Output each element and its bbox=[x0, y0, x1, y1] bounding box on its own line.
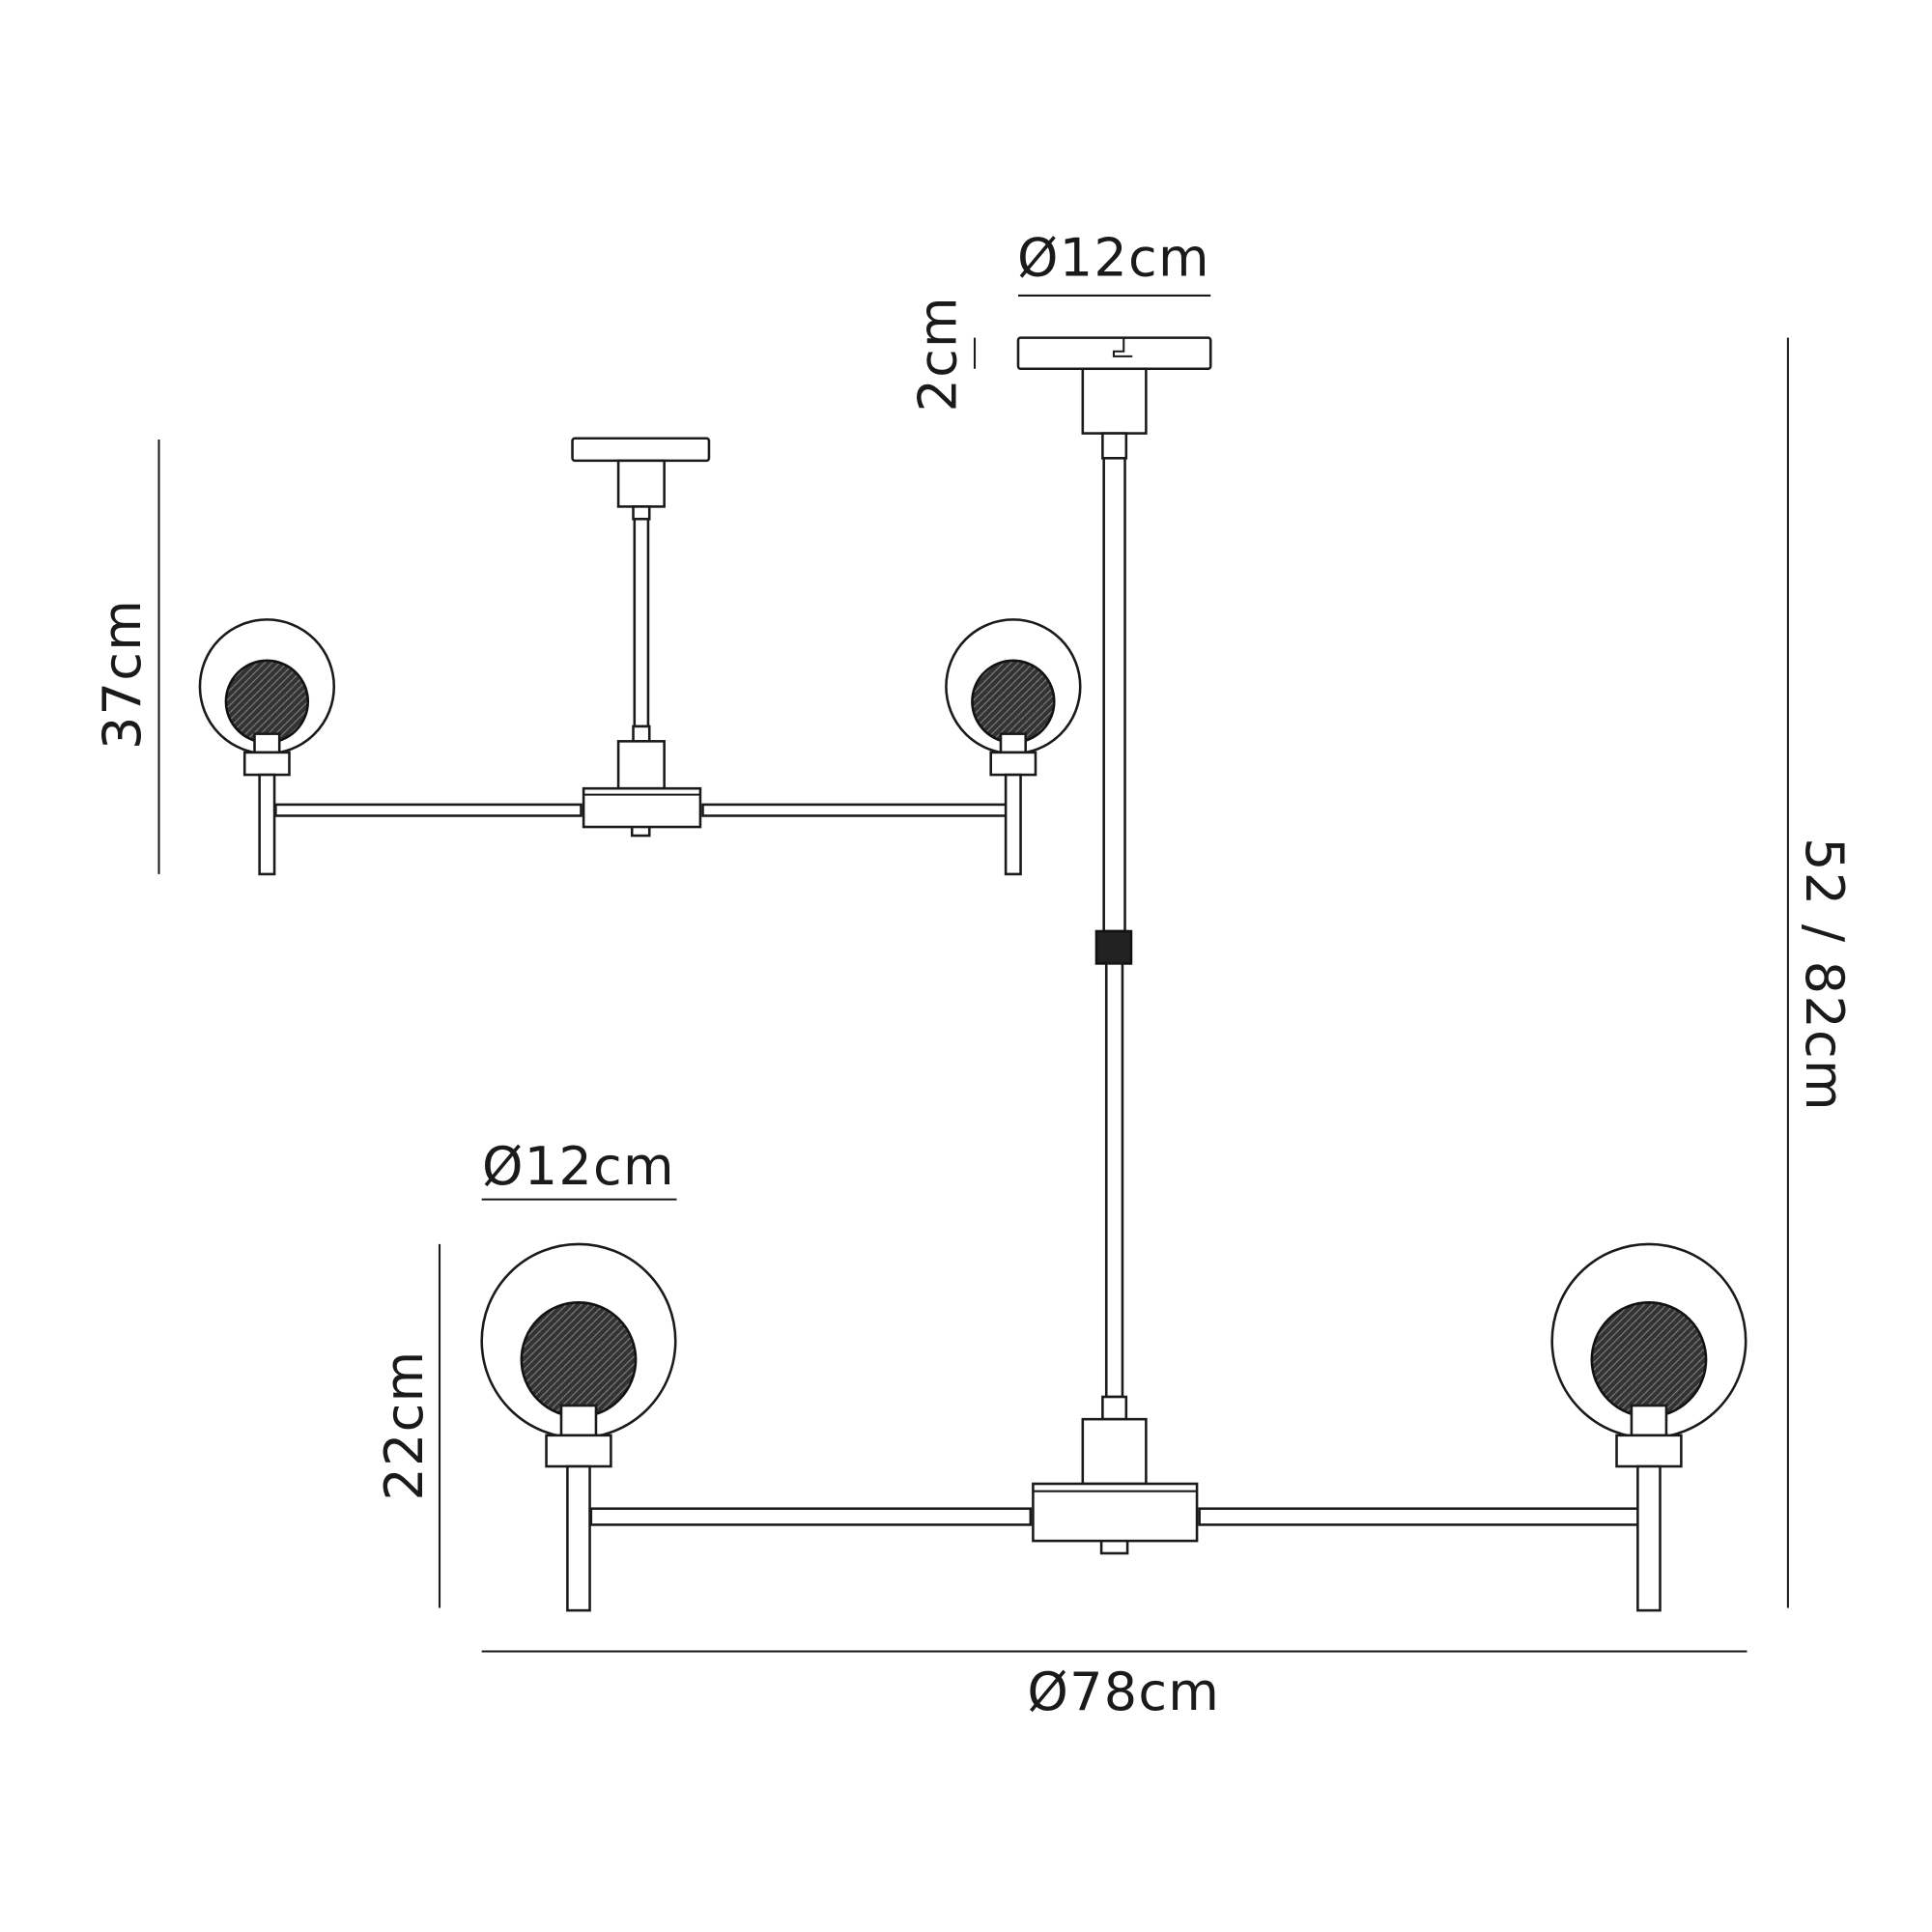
dimension-overall-diameter: Ø78cm bbox=[481, 1650, 1747, 1722]
dimension-canopy-diameter: Ø12cm bbox=[1017, 227, 1211, 297]
lamp-right-small bbox=[945, 618, 1082, 876]
shade-height-label: 22cm bbox=[374, 1350, 435, 1501]
dimension-shade-height: 22cm bbox=[374, 1243, 441, 1608]
dimension-canopy-height: 2cm bbox=[908, 296, 977, 412]
overall-height-label: 52 / 82cm bbox=[1794, 838, 1855, 1112]
lamp-left-large bbox=[480, 1242, 677, 1612]
dimension-overall-height: 52 / 82cm bbox=[1786, 337, 1855, 1608]
short-height-label: 37cm bbox=[92, 599, 153, 750]
dimension-short-height: 37cm bbox=[92, 440, 160, 874]
dimension-shade-diameter: Ø12cm bbox=[481, 1136, 677, 1201]
canopy-height-label: 2cm bbox=[908, 296, 969, 412]
canopy-diameter-label: Ø12cm bbox=[1017, 227, 1210, 288]
short-fixture-view bbox=[198, 437, 1082, 876]
lamp-right-large bbox=[1550, 1242, 1747, 1612]
lamp-left-small bbox=[198, 618, 336, 876]
main-fixture-view bbox=[480, 336, 1747, 1612]
shade-diameter-label: Ø12cm bbox=[482, 1136, 675, 1197]
overall-diameter-label: Ø78cm bbox=[1027, 1662, 1220, 1722]
